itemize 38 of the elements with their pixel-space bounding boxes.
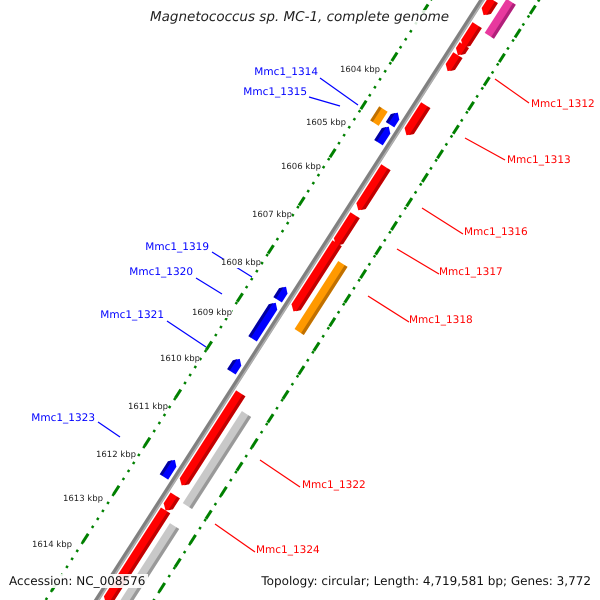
leader-line: [260, 460, 300, 488]
gene-label: Mmc1_1318: [409, 315, 473, 326]
scale-label: 1609 kbp: [192, 309, 232, 318]
leader-line: [422, 208, 464, 234]
gene-label: Mmc1_1320: [129, 267, 193, 278]
scale-label: 1610 kbp: [160, 355, 200, 364]
gene-label: Mmc1_1321: [100, 310, 164, 320]
map-title: Magnetococcus sp. MC-1, complete genome: [148, 10, 452, 26]
leader-line: [464, 137, 506, 161]
gene-label: Mmc1_1319: [145, 242, 209, 252]
gene-label: Mmc1_1315: [243, 87, 307, 98]
leader-line: [396, 248, 440, 275]
scale-label: 1611 kbp: [128, 403, 168, 412]
gene-label: Mmc1_1312: [531, 99, 595, 110]
gene-label: Mmc1_1324: [256, 545, 320, 556]
leader-line: [196, 277, 222, 295]
gene-label: Mmc1_1317: [439, 267, 503, 278]
scale-label: 1613 kbp: [62, 495, 104, 504]
scale-label: 1608 kbp: [220, 259, 262, 268]
leader-line: [214, 524, 256, 552]
leader-line: [308, 96, 340, 107]
scale-label: 1606 kbp: [280, 163, 322, 172]
gene-label: Mmc1_1316: [464, 227, 528, 238]
scale-label: 1605 kbp: [306, 119, 346, 128]
leader-line: [166, 320, 206, 348]
gene-label: Mmc1_1322: [302, 480, 366, 490]
scale-label: 1612 kbp: [96, 451, 136, 460]
scale-label: 1604 kbp: [340, 66, 380, 74]
gene-label: Mmc1_1313: [507, 155, 571, 166]
scale-label: 1607 kbp: [252, 211, 292, 220]
leader-line: [368, 296, 410, 322]
gene-label: Mmc1_1314: [254, 67, 318, 78]
scale-label: 1614 kbp: [32, 541, 72, 550]
accession-text: Accession: NC_008576: [6, 574, 148, 588]
gene-label: Mmc1_1323: [31, 413, 95, 424]
leader-line: [494, 78, 530, 104]
leader-line: [98, 422, 120, 438]
leader-line: [320, 78, 358, 106]
